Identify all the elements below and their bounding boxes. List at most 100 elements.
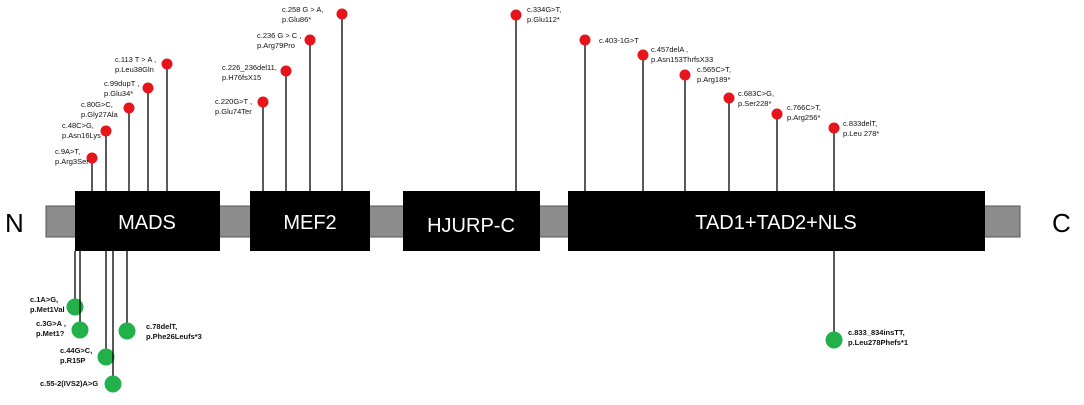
top-mutation-marker: c.766C>T,p.Arg256* — [771, 103, 821, 191]
mutation-dot — [100, 125, 112, 137]
mutation-label: c.457delA , — [651, 45, 688, 54]
bottom-mutation-marker: c.44G>C,p.R15P — [60, 251, 115, 366]
top-mutation-marker: c.80G>C,p.Gly27Ala — [81, 100, 135, 191]
mutation-dot — [828, 122, 840, 134]
mutation-label: p.H76fsX15 — [222, 73, 261, 82]
mutation-label: p.Arg256* — [787, 113, 820, 122]
domain-mads: MADS — [75, 191, 220, 251]
mutation-dot — [104, 375, 122, 393]
mutation-label: p.Leu278Phefs*1 — [848, 338, 908, 347]
c-terminus-label: C — [1052, 208, 1071, 238]
mutation-dot — [771, 108, 783, 120]
mutation-label: c.1A>G, — [30, 295, 58, 304]
mutation-label: c.683C>G, — [738, 89, 774, 98]
mutation-label: p.Glu86* — [282, 15, 311, 24]
mutation-label: p.Met1? — [36, 329, 65, 338]
mutation-label: c.833delT, — [843, 119, 877, 128]
bottom-mutation-marker: c.3G>A ,p.Met1? — [36, 251, 89, 339]
mutation-label: p.Asn16Lys — [62, 131, 101, 140]
mutation-dot — [257, 96, 269, 108]
mutation-label: p.R15P — [60, 356, 85, 365]
mutation-dot — [579, 34, 591, 46]
top-mutation-marker: c.833delT,p.Leu 278* — [828, 119, 879, 191]
mutation-label: c.80G>C, — [81, 100, 113, 109]
domain-hjurp-c: HJURP-C — [403, 191, 540, 251]
mutation-label: p.Met1Val — [30, 305, 65, 314]
mutation-label: c.3G>A , — [36, 319, 66, 328]
n-terminus-label: N — [5, 208, 24, 238]
mutation-label: c.44G>C, — [60, 346, 92, 355]
mutation-label: c.9A>T, — [55, 147, 80, 156]
domain-label: MEF2 — [283, 212, 336, 234]
mutation-label: p.Glu112* — [527, 15, 560, 24]
mutation-dot — [161, 58, 173, 70]
domain-mef2: MEF2 — [250, 191, 370, 251]
mutation-label: c.226_236del11, — [222, 63, 277, 72]
domain-label: TAD1+TAD2+NLS — [695, 212, 857, 234]
mutation-label: p.Arg79Pro — [257, 41, 295, 50]
mutation-label: p.Ser228* — [738, 99, 771, 108]
mutation-label: c.565C>T, — [697, 65, 731, 74]
mutation-label: p.Glu74Ter — [215, 107, 252, 116]
mutation-label: p.Leu38Gln — [115, 65, 154, 74]
mutation-label: c.236 G > C , — [257, 31, 301, 40]
top-mutation-marker: c.334G>T,p.Glu112* — [510, 5, 561, 191]
mutation-label: p.Arg3Ser — [55, 157, 89, 166]
mutation-label: c.48C>G, — [62, 121, 94, 130]
mutation-dot — [679, 69, 691, 81]
mutation-label: p.Asn153ThrfsX33 — [651, 55, 713, 64]
top-mutation-marker: c.220G>T ,p.Glu74Ter — [215, 96, 269, 191]
domain-tad-nls: TAD1+TAD2+NLS — [568, 191, 985, 251]
mutation-label: p.Glu34* — [104, 89, 133, 98]
mutation-dot — [97, 348, 115, 366]
bottom-mutation-marker: c.1A>G,p.Met1Val — [30, 251, 84, 316]
top-mutation-marker: c.113 T > A ,p.Leu38Gln — [115, 55, 173, 191]
top-mutation-marker: c.226_236del11,p.H76fsX15 — [222, 63, 292, 191]
mutation-dot — [723, 92, 735, 104]
bottom-mutation-marker: c.55-2(IVS2)A>G — [40, 251, 122, 393]
top-mutation-marker: c.258 G > A,p.Glu86* — [282, 5, 348, 191]
top-mutation-marker: c.457delA ,p.Asn153ThrfsX33 — [637, 45, 713, 191]
mutation-label: c.55-2(IVS2)A>G — [40, 379, 98, 388]
mutation-label: c.403-1G>T — [599, 36, 639, 45]
top-mutation-marker: c.236 G > C ,p.Arg79Pro — [257, 31, 316, 191]
mutation-dot — [86, 152, 98, 164]
mutation-label: p.Phe26Leufs*3 — [146, 332, 202, 341]
bottom-mutation-marker: c.833_834insTT,p.Leu278Phefs*1 — [825, 251, 908, 349]
mutation-dot — [66, 298, 84, 316]
domain-label: HJURP-C — [427, 215, 515, 237]
mutation-dot — [825, 331, 843, 349]
top-mutations: c.9A>T,p.Arg3Serc.48C>G,p.Asn16Lysc.80G>… — [55, 5, 879, 191]
mutation-dot — [280, 65, 292, 77]
domain-label: MADS — [118, 212, 176, 234]
mutation-dot — [123, 102, 135, 114]
mutation-label: c.220G>T , — [215, 97, 252, 106]
bottom-mutation-marker: c.78delT,p.Phe26Leufs*3 — [118, 251, 202, 341]
mutation-label: p.Leu 278* — [843, 129, 879, 138]
mutation-dot — [304, 34, 316, 46]
top-mutation-marker: c.9A>T,p.Arg3Ser — [55, 147, 98, 191]
mutation-label: p.Gly27Ala — [81, 110, 119, 119]
top-mutation-marker: c.99dupT ,p.Glu34* — [104, 79, 154, 191]
mutation-dot — [142, 82, 154, 94]
mutation-label: c.766C>T, — [787, 103, 821, 112]
top-mutation-marker: c.48C>G,p.Asn16Lys — [62, 121, 112, 191]
mutation-dot — [71, 321, 89, 339]
mutation-dot — [637, 49, 649, 61]
mutation-dot — [118, 322, 136, 340]
mutation-label: c.99dupT , — [104, 79, 139, 88]
mutation-label: c.258 G > A, — [282, 5, 323, 14]
mutation-label: p.Arg189* — [697, 75, 730, 84]
mutation-dot — [336, 8, 348, 20]
mutation-label: c.78delT, — [146, 322, 177, 331]
top-mutation-marker: c.683C>G,p.Ser228* — [723, 89, 774, 191]
mutation-label: c.833_834insTT, — [848, 328, 905, 337]
top-mutation-marker: c.565C>T,p.Arg189* — [679, 65, 731, 191]
mutation-label: c.334G>T, — [527, 5, 561, 14]
mutation-dot — [510, 9, 522, 21]
top-mutation-marker: c.403-1G>T — [579, 34, 639, 191]
mutation-label: c.113 T > A , — [115, 55, 156, 64]
